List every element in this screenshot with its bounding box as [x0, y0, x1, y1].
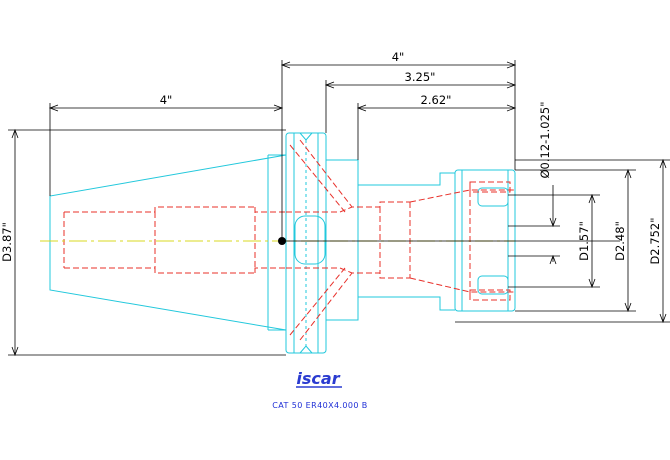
dim-length-325: 3.25" [405, 70, 436, 84]
dim-right-length: 4" [392, 50, 405, 64]
dim-d3: D2.752" [648, 217, 662, 264]
taper-outline [49, 154, 287, 331]
dim-left-length: 4" [160, 93, 173, 107]
dim-clamp-range: Ø0.12-1.025" [538, 101, 552, 178]
logo-text: iscar [296, 369, 340, 388]
hidden-lines [63, 139, 515, 341]
dim-d2: D2.48" [613, 221, 627, 261]
dimensions [8, 60, 670, 357]
body-outline [294, 159, 455, 321]
drawing-caption: CAT 50 ER40X4.000 B [272, 401, 367, 410]
iscar-logo: iscar [296, 369, 342, 388]
dim-d1: D1.57" [577, 221, 591, 261]
dim-flange-dia: D3.87" [0, 222, 14, 262]
part-outline [49, 132, 516, 354]
dim-length-262: 2.62" [421, 93, 452, 107]
